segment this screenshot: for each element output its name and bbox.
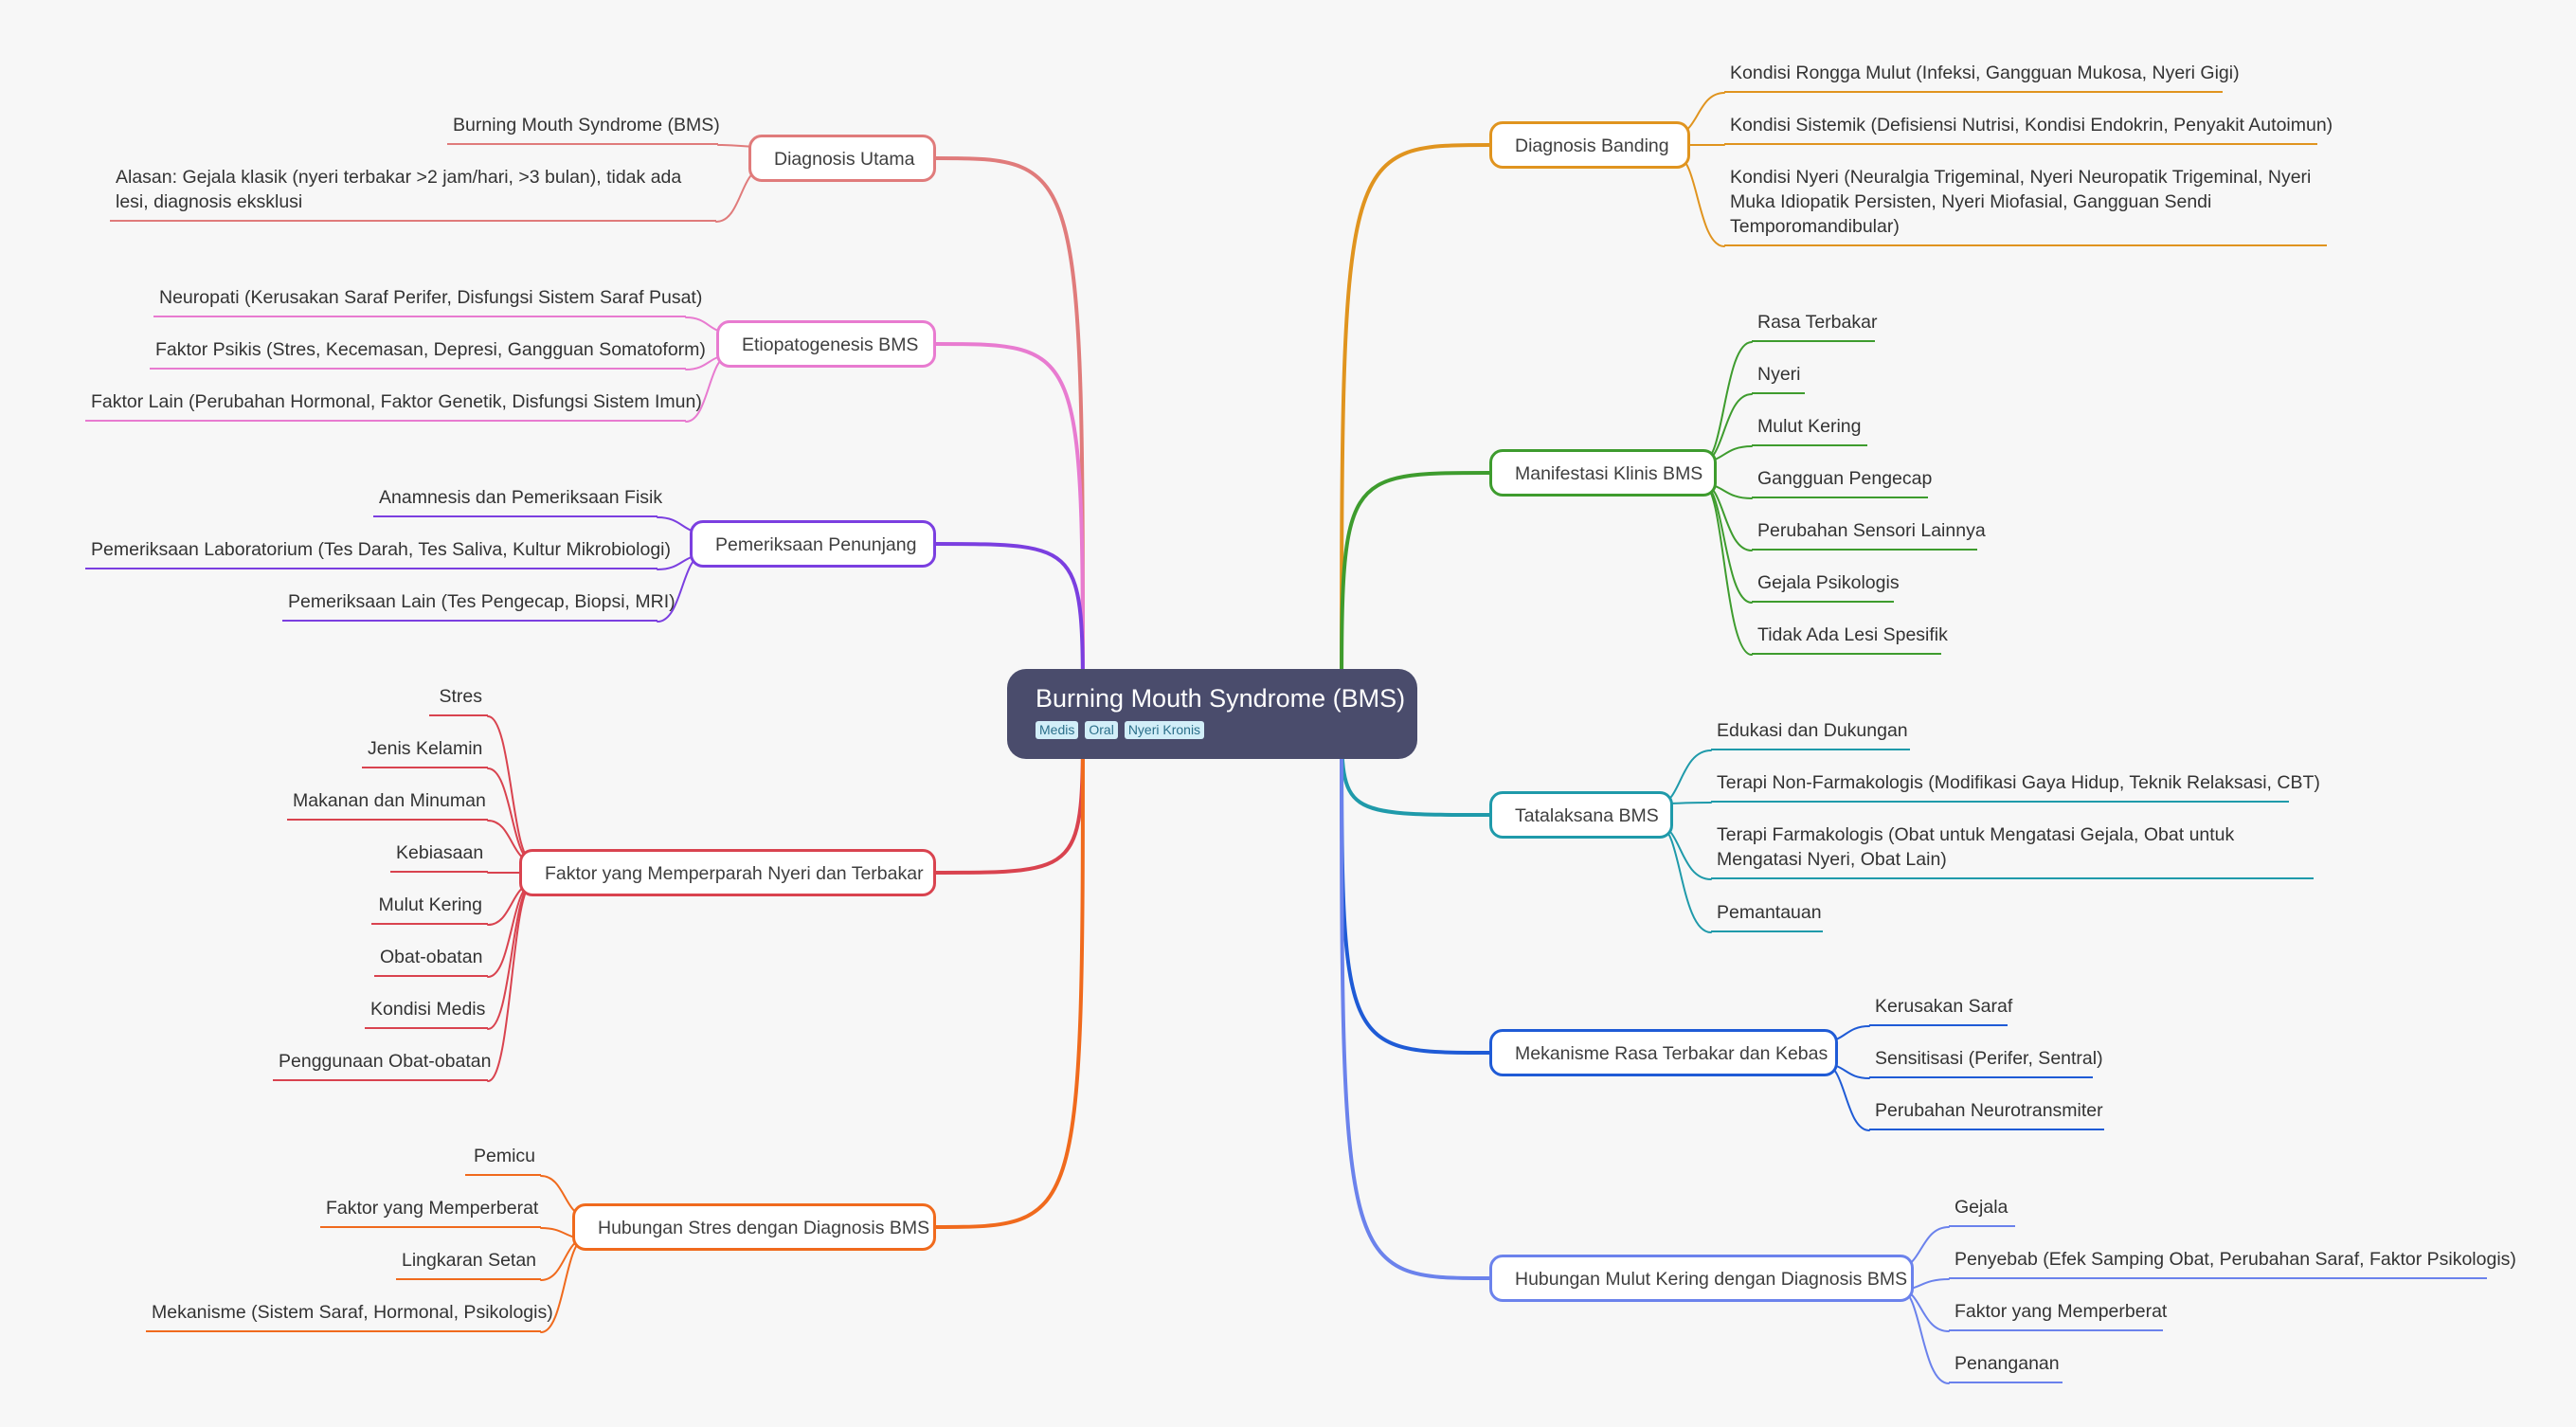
- leaf-sensitisasi: Sensitisasi (Perifer, Sentral): [1869, 1046, 2103, 1078]
- connector-branch-to-leaf: [1676, 155, 1725, 247]
- leaf-faktor-memperberat-mulut: Faktor yang Memperberat: [1949, 1299, 2167, 1331]
- leaf-faktor-lain: Faktor Lain (Perubahan Hormonal, Faktor …: [85, 389, 702, 422]
- leaf-anamnesis: Anamnesis dan Pemeriksaan Fisik: [373, 485, 662, 517]
- leaf-penggunaan-obat: Penggunaan Obat-obatan: [273, 1049, 491, 1081]
- root-tags: Medis Oral Nyeri Kronis: [1036, 721, 1389, 739]
- leaf-kerusakan-saraf: Kerusakan Saraf: [1869, 994, 2012, 1026]
- leaf-mekanisme-stres: Mekanisme (Sistem Saraf, Hormonal, Psiko…: [146, 1300, 553, 1332]
- leaf-kebiasaan: Kebiasaan: [390, 840, 488, 873]
- leaf-tidak-ada-lesi: Tidak Ada Lesi Spesifik: [1752, 623, 1948, 655]
- leaf-alasan: Alasan: Gejala klasik (nyeri terbakar >2…: [110, 165, 716, 222]
- leaf-mulut-kering-manifestasi: Mulut Kering: [1752, 414, 1867, 446]
- leaf-kondisi-sistemik: Kondisi Sistemik (Defisiensi Nutrisi, Ko…: [1724, 113, 2333, 145]
- root-title: Burning Mouth Syndrome (BMS): [1036, 684, 1406, 713]
- branch-hubungan-mulut-kering[interactable]: Hubungan Mulut Kering dengan Diagnosis B…: [1489, 1255, 1914, 1302]
- connector-root-to-branch: [934, 542, 1085, 716]
- tag-medis[interactable]: Medis: [1036, 721, 1079, 739]
- leaf-gejala: Gejala: [1949, 1195, 2015, 1227]
- leaf-neuropati: Neuropati (Kerusakan Saraf Perifer, Disf…: [153, 285, 702, 317]
- branch-diagnosis-banding[interactable]: Diagnosis Banding: [1489, 121, 1690, 169]
- leaf-makanan-minuman: Makanan dan Minuman: [287, 788, 488, 821]
- leaf-nyeri: Nyeri: [1752, 362, 1805, 394]
- connector-root-to-branch: [934, 712, 1085, 1229]
- branch-diagnosis-utama[interactable]: Diagnosis Utama: [748, 135, 936, 182]
- connector-branch-to-leaf: [1702, 341, 1753, 462]
- leaf-penanganan: Penanganan: [1949, 1351, 2063, 1383]
- branch-hubungan-stres[interactable]: Hubungan Stres dengan Diagnosis BMS: [572, 1203, 936, 1251]
- connector-root-to-branch: [1340, 712, 1491, 1055]
- leaf-penyebab: Penyebab (Efek Samping Obat, Perubahan S…: [1949, 1247, 2516, 1279]
- leaf-gejala-psikologis: Gejala Psikologis: [1752, 570, 1900, 603]
- connector-root-to-branch: [1340, 712, 1491, 1280]
- branch-mekanisme-rasa-terbakar[interactable]: Mekanisme Rasa Terbakar dan Kebas: [1489, 1029, 1838, 1076]
- tag-nyeri-kronis[interactable]: Nyeri Kronis: [1124, 721, 1205, 739]
- connector-root-to-branch: [1340, 143, 1491, 716]
- leaf-stres: Stres: [429, 684, 488, 716]
- leaf-burning-mouth-syndrome: Burning Mouth Syndrome (BMS): [447, 113, 720, 145]
- leaf-pemeriksaan-lain: Pemeriksaan Lain (Tes Pengecap, Biopsi, …: [282, 589, 676, 622]
- leaf-edukasi-dukungan: Edukasi dan Dukungan: [1711, 718, 1910, 750]
- leaf-rasa-terbakar: Rasa Terbakar: [1752, 310, 1877, 342]
- leaf-kondisi-rongga-mulut: Kondisi Rongga Mulut (Infeksi, Gangguan …: [1724, 61, 2240, 93]
- leaf-pemeriksaan-laboratorium: Pemeriksaan Laboratorium (Tes Darah, Tes…: [85, 537, 671, 569]
- leaf-faktor-memperberat: Faktor yang Memperberat: [320, 1196, 541, 1228]
- leaf-gangguan-pengecap: Gangguan Pengecap: [1752, 466, 1932, 498]
- branch-tatalaksana[interactable]: Tatalaksana BMS: [1489, 791, 1673, 839]
- root-node[interactable]: Burning Mouth Syndrome (BMS) Medis Oral Ny…: [1007, 669, 1417, 759]
- leaf-kondisi-nyeri: Kondisi Nyeri (Neuralgia Trigeminal, Nye…: [1724, 165, 2327, 246]
- leaf-obat-obatan: Obat-obatan: [374, 945, 488, 977]
- branch-faktor-memperparah[interactable]: Faktor yang Memperparah Nyeri dan Terbak…: [519, 849, 936, 896]
- connector-branch-to-leaf: [487, 883, 533, 1082]
- leaf-mulut-kering: Mulut Kering: [371, 893, 488, 925]
- leaf-kondisi-medis: Kondisi Medis: [365, 997, 488, 1029]
- branch-manifestasi-klinis[interactable]: Manifestasi Klinis BMS: [1489, 449, 1717, 497]
- leaf-terapi-non-farmakologis: Terapi Non-Farmakologis (Modifikasi Gaya…: [1711, 770, 2320, 803]
- leaf-jenis-kelamin: Jenis Kelamin: [362, 736, 488, 768]
- leaf-faktor-psikis: Faktor Psikis (Stres, Kecemasan, Depresi…: [150, 337, 706, 370]
- branch-pemeriksaan-penunjang[interactable]: Pemeriksaan Penunjang: [690, 520, 936, 568]
- tag-oral[interactable]: Oral: [1085, 721, 1118, 739]
- branch-etiopatogenesis[interactable]: Etiopatogenesis BMS: [716, 320, 936, 368]
- connector-branch-to-leaf: [1659, 825, 1712, 933]
- leaf-pemantauan: Pemantauan: [1711, 900, 1823, 932]
- leaf-perubahan-neurotransmiter: Perubahan Neurotransmiter: [1869, 1098, 2104, 1130]
- connector-branch-to-leaf: [1900, 1289, 1950, 1384]
- connector-branch-to-leaf: [1702, 483, 1753, 656]
- connector-root-to-branch: [934, 342, 1085, 716]
- leaf-lingkaran-setan: Lingkaran Setan: [396, 1248, 541, 1280]
- connector-root-to-branch: [934, 156, 1085, 716]
- connector-root-to-branch: [1340, 471, 1491, 716]
- leaf-pemicu: Pemicu: [465, 1144, 541, 1176]
- leaf-perubahan-sensori: Perubahan Sensori Lainnya: [1752, 518, 1986, 551]
- leaf-terapi-farmakologis: Terapi Farmakologis (Obat untuk Mengatas…: [1711, 822, 2314, 879]
